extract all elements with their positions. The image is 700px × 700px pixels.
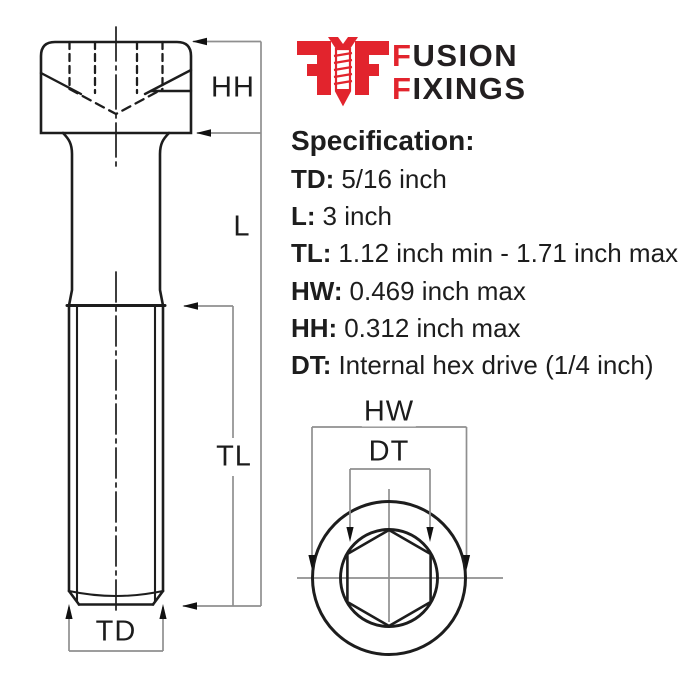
hex-socket: [346, 528, 432, 628]
shank-edge-right: [158, 131, 171, 307]
spec-row-hh: HH:0.312 inch max: [291, 310, 681, 347]
top-view-dimension-lines: [311, 426, 468, 556]
screw-head-top-view: [297, 426, 503, 656]
side-view-dimension-lines: [68, 40, 262, 652]
spec-value: 5/16 inch: [341, 164, 447, 194]
spec-key: DT:: [291, 350, 332, 381]
arrow-hh-bottom: [196, 129, 211, 137]
arrow-tl-top: [183, 302, 198, 310]
specification-title: Specification:: [291, 125, 475, 156]
arrow-length-bottom: [182, 602, 197, 610]
tip-chamfer-right: [151, 589, 165, 606]
spec-key: TD:: [291, 164, 335, 194]
arrow-td-right: [159, 604, 167, 619]
dim-label-hw: HW: [361, 395, 417, 428]
brand-rest-2: IXINGS: [412, 71, 527, 106]
fusion-fixings-logo-icon: [297, 37, 389, 107]
logo-letter-f: [355, 41, 389, 95]
brand-initial-1: F: [392, 38, 413, 73]
spec-row-hw: HW:0.469 inch max: [291, 273, 681, 310]
dim-label-l: L: [231, 210, 253, 243]
arrow-dt-left: [346, 527, 354, 542]
arrow-hh-top: [192, 37, 207, 46]
arrow-dt-right: [426, 527, 434, 542]
head-outer-circle: [311, 500, 467, 656]
spec-row-tl: TL:1.12 inch min - 1.71 inch max: [291, 235, 681, 272]
specification-block: Specification: TD:5/16 inch L:3 inch TL:…: [291, 126, 681, 384]
tip-chamfer-left: [67, 589, 81, 606]
side-view-dimension-arrows: [65, 37, 211, 619]
spec-key: TL:: [291, 238, 332, 269]
dim-label-td: TD: [93, 615, 139, 648]
top-view-dimension-arrows: [308, 527, 471, 570]
brand-word-fixings: FIXINGS: [392, 72, 527, 105]
spec-value: 0.312 inch max: [344, 312, 521, 343]
spec-key: HW:: [291, 275, 343, 306]
spec-row-td: TD:5/16 inch: [291, 161, 681, 198]
brand-word-fusion: FUSION: [392, 39, 527, 72]
spec-key: L:: [291, 201, 316, 232]
arrow-hw-left: [308, 555, 316, 570]
arrow-hw-right: [462, 555, 471, 570]
dim-label-dt: DT: [366, 435, 412, 468]
shank-edge-left: [61, 131, 74, 307]
spec-value: 1.12 inch min - 1.71 inch max: [338, 238, 679, 269]
screw-side-view: [39, 26, 193, 611]
dim-label-hh: HH: [209, 71, 257, 104]
logo-letter-f-mirrored: [297, 41, 331, 95]
arrow-td-left: [65, 604, 73, 619]
tip-chamfer-arc: [68, 590, 164, 597]
spec-value: Internal hex drive (1/4 inch): [338, 350, 654, 381]
dim-label-tl: TL: [214, 440, 254, 473]
spec-key: HH:: [291, 312, 338, 343]
logo-screw-icon: [328, 37, 358, 107]
spec-value: 0.469 inch max: [349, 275, 526, 306]
spec-row-dt: DT:Internal hex drive (1/4 inch): [291, 347, 681, 384]
brand-initial-2: F: [392, 71, 413, 106]
fusion-fixings-logo: FUSION FIXINGS: [297, 36, 527, 108]
spec-value: 3 inch: [322, 201, 392, 232]
screw-head-outline: [39, 40, 193, 135]
brand-rest-1: USION: [412, 38, 519, 73]
spec-row-l: L:3 inch: [291, 198, 681, 235]
